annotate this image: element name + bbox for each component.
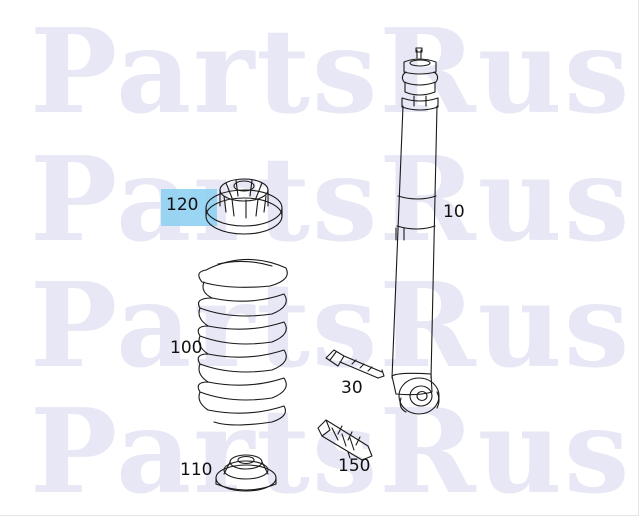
lower-spring-seat-part[interactable] [215, 454, 277, 492]
callout-highlight [161, 189, 217, 226]
callout-120[interactable]: 120 [166, 195, 199, 215]
bolt-part[interactable] [325, 349, 385, 379]
callout-110[interactable]: 110 [180, 460, 213, 480]
watermark-text: PartsRus [30, 258, 632, 394]
shock-absorber-part[interactable] [391, 47, 440, 415]
callout-10[interactable]: 10 [443, 202, 465, 222]
watermark-text: PartsRus [30, 132, 632, 268]
callout-30[interactable]: 30 [341, 378, 363, 398]
clip-part[interactable] [317, 419, 373, 461]
leader-line [347, 451, 351, 459]
callout-150[interactable]: 150 [338, 456, 371, 476]
watermark-text: PartsRus [30, 384, 632, 520]
upper-spring-pad-part[interactable] [205, 178, 283, 235]
callout-100[interactable]: 100 [170, 338, 203, 358]
coil-spring-part[interactable] [197, 258, 288, 426]
watermark-text: PartsRus [30, 4, 632, 140]
